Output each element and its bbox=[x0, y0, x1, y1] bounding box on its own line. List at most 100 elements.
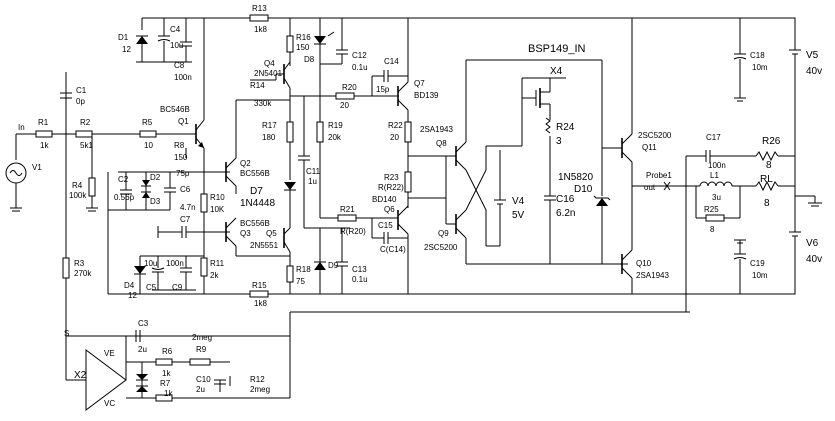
svg-text:150: 150 bbox=[296, 43, 310, 52]
svg-text:C1: C1 bbox=[76, 86, 87, 95]
svg-text:R4: R4 bbox=[72, 181, 83, 190]
svg-text:C10: C10 bbox=[196, 375, 211, 384]
svg-text:10u: 10u bbox=[144, 259, 157, 268]
svg-text:R3: R3 bbox=[74, 259, 85, 268]
svg-text:10K: 10K bbox=[210, 205, 225, 214]
svg-text:BSP149_IN: BSP149_IN bbox=[528, 43, 586, 55]
svg-text:2k: 2k bbox=[210, 271, 219, 280]
svg-text:8: 8 bbox=[766, 160, 772, 171]
diode-d10: 1N5820 D10 bbox=[558, 116, 611, 264]
svg-text:1k: 1k bbox=[40, 141, 49, 150]
svg-text:12: 12 bbox=[128, 291, 137, 300]
svg-text:D3: D3 bbox=[150, 197, 161, 206]
svg-text:C14: C14 bbox=[384, 57, 399, 66]
transistor-q3: BC556B Q3 bbox=[225, 217, 290, 257]
input-source-v1: In V1 bbox=[5, 123, 42, 212]
svg-text:V5: V5 bbox=[806, 50, 819, 61]
svg-text:C7: C7 bbox=[180, 215, 191, 224]
svg-text:In: In bbox=[18, 123, 25, 132]
svg-text:R19: R19 bbox=[328, 121, 343, 130]
svg-text:C11: C11 bbox=[306, 167, 321, 176]
svg-text:R(R22): R(R22) bbox=[378, 183, 404, 192]
svg-text:R1: R1 bbox=[38, 118, 49, 127]
svg-text:BD140: BD140 bbox=[372, 195, 397, 204]
transistor-q9: Q9 2SC5200 bbox=[424, 209, 628, 265]
svg-text:5V: 5V bbox=[512, 210, 525, 221]
svg-text:V1: V1 bbox=[32, 163, 42, 172]
svg-text:L1: L1 bbox=[710, 171, 719, 180]
svg-text:R14: R14 bbox=[250, 81, 265, 90]
svg-text:100n: 100n bbox=[174, 73, 192, 82]
svg-text:12: 12 bbox=[122, 45, 131, 54]
svg-text:1k8: 1k8 bbox=[254, 25, 267, 34]
svg-text:R25: R25 bbox=[704, 205, 719, 214]
svg-text:8: 8 bbox=[710, 225, 715, 234]
svg-text:Q7: Q7 bbox=[414, 79, 425, 88]
svg-text:10: 10 bbox=[144, 141, 153, 150]
svg-text:40v: 40v bbox=[806, 254, 822, 265]
svg-text:2SA1943: 2SA1943 bbox=[636, 271, 669, 280]
supply-bypass: C18 10m C19 10m V5 40v V6 40v bbox=[733, 18, 822, 294]
svg-text:1k: 1k bbox=[162, 369, 171, 378]
svg-text:2u: 2u bbox=[138, 345, 147, 354]
svg-text:R9: R9 bbox=[196, 345, 207, 354]
svg-text:2N5401: 2N5401 bbox=[254, 69, 283, 78]
svg-text:X2: X2 bbox=[74, 370, 87, 381]
svg-text:R5: R5 bbox=[142, 118, 153, 127]
svg-text:180: 180 bbox=[262, 133, 276, 142]
svg-text:RL: RL bbox=[760, 174, 773, 185]
svg-text:C8: C8 bbox=[174, 61, 185, 70]
svg-text:BD139: BD139 bbox=[414, 91, 439, 100]
input-network: R1 1k R2 5k1 R5 10 C1 0p R4 100k R3 270k… bbox=[16, 72, 690, 338]
svg-text:R18: R18 bbox=[296, 265, 311, 274]
svg-text:100n: 100n bbox=[708, 161, 726, 170]
output-network: Probe1 out C17 100n R26 8 L1 3u R25 8 RL… bbox=[632, 133, 795, 312]
svg-text:C17: C17 bbox=[706, 133, 721, 142]
svg-text:1N4448: 1N4448 bbox=[240, 198, 275, 209]
svg-text:C(C14): C(C14) bbox=[380, 245, 406, 254]
mosfet-bsp149: BSP149_IN X4 R24 3 bbox=[486, 43, 586, 150]
transistor-q2: Q2 BC556B bbox=[225, 100, 270, 194]
svg-text:Q10: Q10 bbox=[636, 259, 652, 268]
svg-text:C13: C13 bbox=[352, 265, 367, 274]
svg-text:3: 3 bbox=[556, 136, 562, 147]
svg-text:Q1: Q1 bbox=[178, 117, 189, 126]
svg-text:R21: R21 bbox=[340, 205, 355, 214]
svg-text:R11: R11 bbox=[210, 259, 225, 268]
svg-text:Q11: Q11 bbox=[642, 143, 657, 152]
svg-text:100k: 100k bbox=[69, 191, 87, 200]
svg-text:2SA1943: 2SA1943 bbox=[420, 125, 453, 134]
driver-stage: R20 20 R21 R(R20) C14 15p Q7 BD139 R22 2… bbox=[290, 18, 447, 294]
svg-text:D1: D1 bbox=[118, 33, 129, 42]
svg-text:BC556B: BC556B bbox=[240, 169, 270, 178]
svg-text:40v: 40v bbox=[806, 66, 822, 77]
supply-rails bbox=[108, 17, 822, 295]
cross-coupling bbox=[465, 146, 487, 246]
compensation-network: R8 150 C2 0.56p D2 D3 75p C6 bbox=[107, 141, 230, 294]
transistor-q11: 2SC5200 Q11 bbox=[602, 18, 672, 186]
svg-text:out: out bbox=[644, 183, 656, 192]
svg-text:BC546B: BC546B bbox=[160, 105, 190, 114]
svg-text:20: 20 bbox=[390, 133, 399, 142]
svg-text:R15: R15 bbox=[252, 281, 267, 290]
svg-text:4.7n: 4.7n bbox=[180, 203, 196, 212]
svg-text:C3: C3 bbox=[138, 319, 149, 328]
svg-text:10m: 10m bbox=[752, 63, 768, 72]
svg-text:R17: R17 bbox=[262, 121, 277, 130]
svg-text:D2: D2 bbox=[150, 173, 161, 182]
svg-text:R24: R24 bbox=[556, 122, 575, 133]
resistor-r13: R13 1k8 bbox=[249, 4, 269, 34]
svg-text:1N5820: 1N5820 bbox=[558, 172, 593, 183]
resistor-r15: R15 1k8 bbox=[249, 281, 269, 308]
svg-text:Q4: Q4 bbox=[264, 59, 275, 68]
svg-text:3u: 3u bbox=[712, 193, 721, 202]
svg-text:S: S bbox=[64, 329, 69, 338]
svg-text:0.1u: 0.1u bbox=[352, 275, 368, 284]
svg-text:1k8: 1k8 bbox=[254, 299, 267, 308]
svg-text:Q2: Q2 bbox=[240, 159, 251, 168]
dc-servo: X2 VE VC C3 2u 2meg R9 R6 1k R7 1k C10 2… bbox=[65, 319, 291, 411]
capacitor-c7: 4.7n C7 bbox=[157, 203, 230, 238]
svg-text:C4: C4 bbox=[170, 25, 181, 34]
svg-text:V4: V4 bbox=[512, 196, 525, 207]
